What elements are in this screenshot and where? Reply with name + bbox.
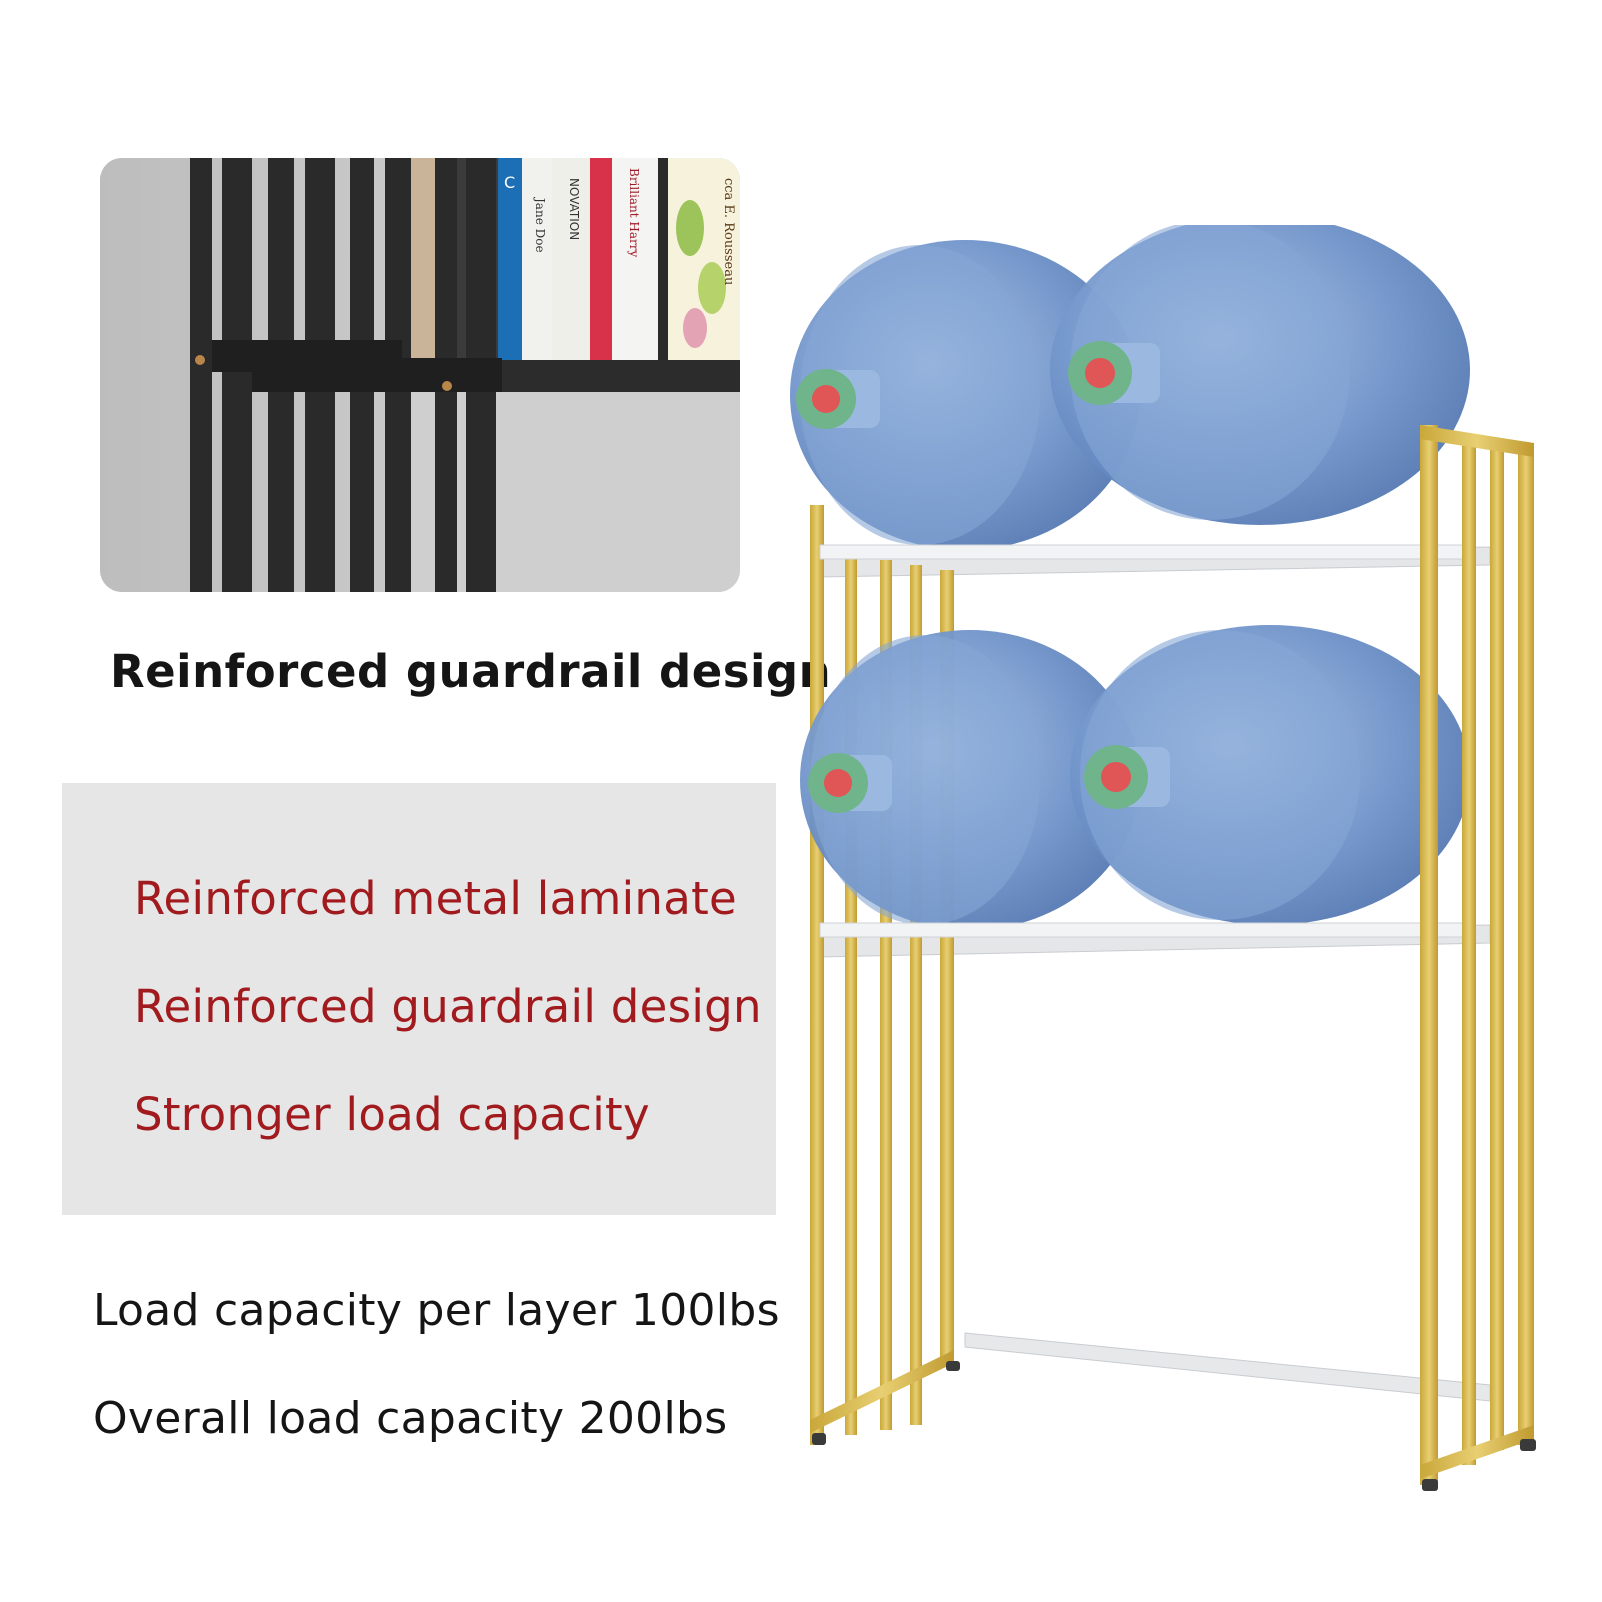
- book-spine-4: Brilliant Harry: [627, 168, 641, 258]
- book-spine-3: NOVATION: [567, 178, 581, 240]
- guardrail-detail-photo: C cca E. Rousseau Jane Doe NOVATION Bril…: [100, 158, 740, 592]
- feature-item: Stronger load capacity: [134, 1088, 650, 1141]
- book-spine-1: C: [504, 173, 515, 192]
- detail-caption: Reinforced guardrail design: [110, 645, 832, 698]
- water-jug: [1050, 215, 1470, 525]
- feature-item: Reinforced metal laminate: [134, 872, 738, 925]
- feature-item: Reinforced guardrail design: [134, 980, 762, 1033]
- rack-feet: [812, 1361, 1536, 1491]
- book-spine-5: cca E. Rousseau: [721, 178, 736, 285]
- feature-list-panel: Reinforced metal laminate Reinforced gua…: [62, 783, 776, 1215]
- water-jug: [1070, 625, 1470, 925]
- water-jug: [790, 240, 1140, 550]
- overall-load: Overall load capacity 200lbs: [93, 1393, 728, 1444]
- load-per-layer: Load capacity per layer 100lbs: [93, 1285, 780, 1336]
- rack-right-frame: [1420, 425, 1534, 1485]
- water-jug-rack-photo: [790, 215, 1570, 1535]
- book-spine-2: Jane Doe: [533, 196, 547, 253]
- water-jug: [800, 630, 1140, 930]
